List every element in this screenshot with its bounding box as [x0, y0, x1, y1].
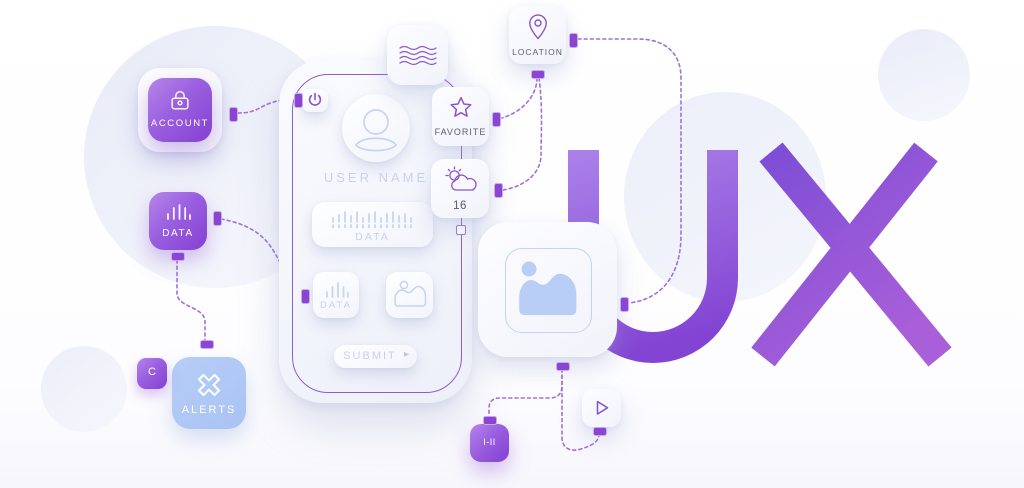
image-icon	[506, 249, 591, 332]
connector-location-bottom	[531, 70, 545, 79]
data-label: DATA	[162, 228, 194, 239]
data-card[interactable]: DATA	[149, 192, 207, 250]
image-frame	[505, 248, 592, 333]
stage-card[interactable]: I-II	[470, 424, 509, 462]
submit-label: SUBMIT	[343, 350, 397, 362]
waves-icon	[398, 45, 438, 67]
connector-media-right	[620, 297, 629, 312]
bar-chart-icon	[324, 281, 350, 299]
background-circle-center	[624, 92, 826, 302]
lock-icon	[168, 87, 192, 113]
outline-marker-square	[456, 225, 466, 235]
account-card[interactable]: ACCOUNT	[138, 68, 222, 152]
power-button[interactable]	[302, 89, 328, 112]
bar-chart-icon	[165, 203, 193, 223]
equalizer-icon	[330, 210, 416, 228]
star-icon	[448, 95, 474, 121]
connector-weather-right	[494, 183, 503, 198]
waves-card[interactable]	[387, 25, 448, 85]
data-field-label: DATA	[355, 231, 390, 243]
mini-data-card[interactable]: DATA	[313, 272, 359, 318]
connector-phone-power	[294, 93, 303, 108]
connector-data-right	[213, 211, 222, 226]
connector-location-right	[569, 33, 578, 48]
favorite-card[interactable]: FAVORITE	[432, 87, 489, 146]
connector-media-bottom	[556, 362, 570, 371]
username-label: USER NAME	[323, 170, 429, 185]
background-circle-bottom-left	[41, 346, 127, 432]
line-location-to-favorite	[501, 77, 538, 119]
play-card[interactable]	[582, 389, 621, 427]
cross-icon	[193, 369, 225, 401]
map-pin-icon	[526, 12, 550, 41]
connector-account	[229, 107, 238, 122]
mini-image-card[interactable]	[386, 272, 433, 318]
celsius-label: C	[148, 366, 156, 378]
connector-play-bottom	[593, 427, 607, 436]
data-field[interactable]: DATA	[312, 202, 433, 247]
line-media-to-stage	[488, 368, 563, 417]
connector-alerts-top	[200, 340, 214, 349]
mini-data-label: DATA	[320, 300, 352, 311]
background-circle-top-right	[878, 29, 970, 121]
location-label: LOCATION	[512, 47, 563, 57]
avatar	[342, 94, 410, 162]
sun-cloud-icon	[443, 166, 478, 194]
connector-favorite-right	[492, 112, 501, 127]
weather-card[interactable]: 16	[431, 159, 489, 218]
user-icon	[342, 94, 410, 162]
submit-button[interactable]: SUBMIT ▸	[334, 345, 417, 368]
alerts-card[interactable]: ALERTS	[172, 357, 246, 429]
alerts-label: ALERTS	[181, 404, 237, 416]
stage-label: I-II	[483, 437, 496, 447]
connector-data-bottom	[171, 252, 185, 261]
favorite-label: FAVORITE	[434, 127, 487, 137]
image-icon	[386, 272, 433, 318]
celsius-chip[interactable]: C	[137, 358, 167, 389]
location-card[interactable]: LOCATION	[509, 6, 566, 64]
line-location-to-weather	[502, 77, 543, 191]
play-icon	[592, 397, 612, 419]
account-label: ACCOUNT	[150, 118, 210, 129]
power-icon	[302, 89, 328, 112]
connector-stage-top	[483, 416, 497, 425]
submit-arrow-icon: ▸	[403, 349, 409, 360]
media-card[interactable]	[478, 222, 617, 357]
connector-phone-left	[301, 289, 310, 304]
temperature-value: 16	[453, 200, 467, 212]
